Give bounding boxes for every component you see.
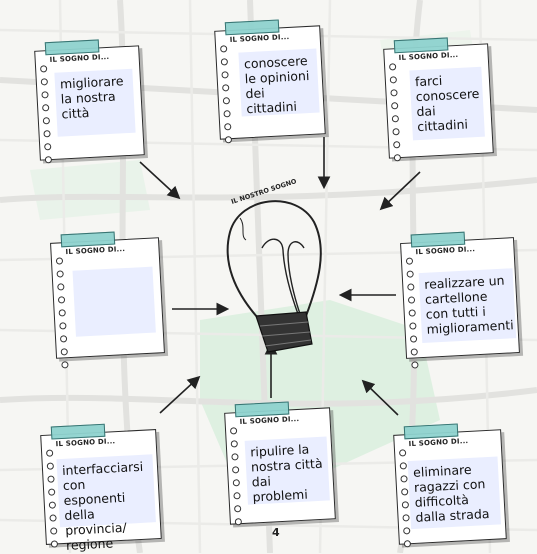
note-middle-right: IL SOGNO DI... realizzare un cartellone … (400, 231, 520, 369)
note-text: realizzare un cartellone con tutti i mig… (418, 268, 517, 344)
note-header: IL SOGNO DI... (398, 50, 459, 63)
note-rings (219, 45, 233, 149)
note-header: IL SOGNO DI... (65, 245, 126, 257)
note-text: farci conoscere dai cittadini (409, 66, 485, 141)
note-header: IL SOGNO DI... (49, 52, 110, 65)
note-top-right: IL SOGNO DI... farci conoscere dai citta… (383, 37, 494, 162)
note-text: interfacciarsi con esponenti della provi… (56, 454, 156, 553)
note-rings (388, 63, 402, 167)
note-rings (229, 427, 243, 531)
note-rings (405, 257, 419, 374)
note-text: eliminare ragazzi con difficoltà dalla s… (407, 456, 502, 530)
note-header: IL SOGNO DI... (415, 245, 476, 257)
note-middle-left: IL SOGNO DI... (50, 231, 165, 369)
note-header: IL SOGNO DI... (239, 414, 300, 427)
note-text: migliorare la nostra città (54, 68, 136, 137)
note-top-left: IL SOGNO DI... migliorare la nostra citt… (34, 39, 145, 164)
note-header: IL SOGNO DI... (229, 32, 290, 45)
note-bottom-right: IL SOGNO DI... eliminare ragazzi con dif… (393, 423, 507, 548)
note-text: conoscere le opinioni dei cittadini (238, 48, 320, 117)
note-header: IL SOGNO DI... (408, 436, 469, 449)
note-rings (55, 257, 69, 374)
note-rings (39, 65, 53, 169)
page-number: 4 (272, 526, 280, 539)
note-bottom-center: IL SOGNO DI... ripulire la nostra città … (224, 401, 336, 526)
note-top-center: IL SOGNO DI... conoscere le opinioni dei… (214, 19, 326, 144)
note-bottom-left: IL SOGNO DI... interfacciarsi con espone… (40, 423, 162, 553)
note-header: IL SOGNO DI... (55, 437, 116, 449)
note-text (72, 266, 156, 337)
note-text: ripulire la nostra città dai problemi (244, 436, 330, 505)
